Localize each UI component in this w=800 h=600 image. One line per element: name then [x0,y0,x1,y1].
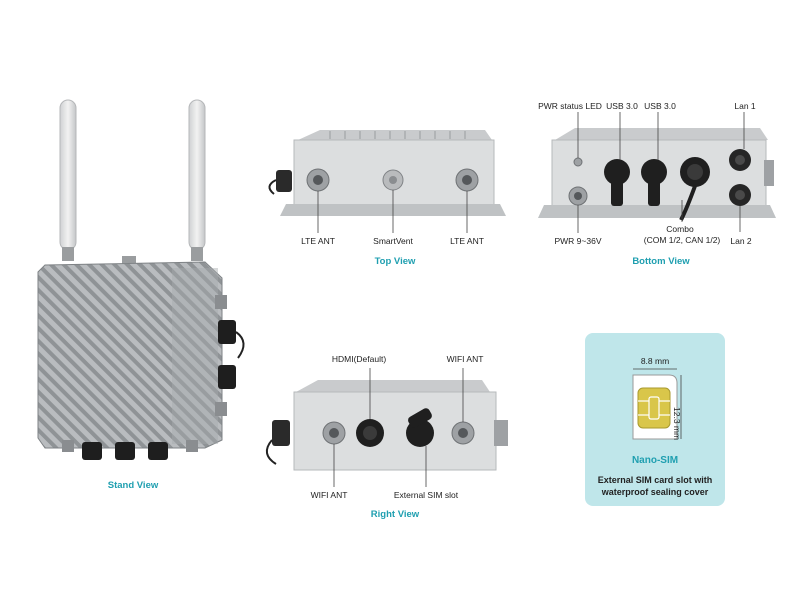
bottom-view-mounting-flange [538,205,776,218]
finned-enclosure [37,261,223,449]
lan2-port [729,184,751,206]
sim-chip-icon [637,387,671,429]
combo-detail-label: (COM 1/2, CAN 1/2) [643,235,721,245]
nano-sim-info-card: 8.8 mm 12.3 mm Nano-SIM External SIM car… [585,333,725,506]
top-view-caption: Top View [374,256,416,267]
top-view-callout-lines [317,190,468,233]
sim-type-name: Nano-SIM [631,455,679,466]
right-view-side-connector [494,420,508,446]
hdmi-port [356,419,384,447]
lan1-label: Lan 1 [734,101,756,111]
nano-sim-illustration [632,368,682,440]
sim-height-label: 12.3 mm [672,407,682,441]
lte-ant-connector-right [455,168,479,192]
usb-port-1 [604,159,630,206]
top-view-heatsink [298,130,492,140]
bottom-view-callout-lines [577,112,745,233]
bottom-view-side-connector [764,160,774,186]
top-view-side-plug [268,170,292,195]
right-view-callout-lines [333,368,464,487]
lte-antenna-right [188,99,206,261]
wifi-ant-label-top: WIFI ANT [446,354,484,364]
right-view-heatsink [296,380,490,392]
lan1-port [729,149,751,171]
lte-ant-label-left: LTE ANT [301,236,335,246]
lan2-label: Lan 2 [730,236,752,246]
combo-label: Combo [666,224,694,234]
wifi-ant-label-bottom: WIFI ANT [310,490,348,500]
external-sim-slot-cover [406,408,434,447]
right-view-caption: Right View [370,509,420,520]
smartvent-label: SmartVent [373,236,413,246]
stand-view-caption: Stand View [107,480,159,491]
bottom-view-heatsink [555,128,768,140]
lte-antenna-left [59,99,77,261]
bottom-connectors [62,440,198,460]
usb-port-2 [641,159,667,206]
right-view-side-plug [265,420,290,465]
usb1-label: USB 3.0 [606,101,638,111]
wifi-ant-connector-right [451,421,475,445]
pwr-led-label: PWR status LED [538,101,602,111]
side-connectors [215,295,245,416]
wifi-ant-connector-left [322,421,346,445]
sim-width-label: 8.8 mm [640,356,670,366]
hdmi-label: HDMI(Default) [331,354,387,364]
pwr-label: PWR 9~36V [554,236,602,246]
combo-port [679,157,710,221]
usb2-label: USB 3.0 [644,101,676,111]
sim-description: External SIM card slot with waterproof s… [597,475,713,498]
bottom-view-caption: Bottom View [632,256,690,267]
lte-ant-label-right: LTE ANT [450,236,484,246]
external-sim-slot-label: External SIM slot [393,490,459,500]
